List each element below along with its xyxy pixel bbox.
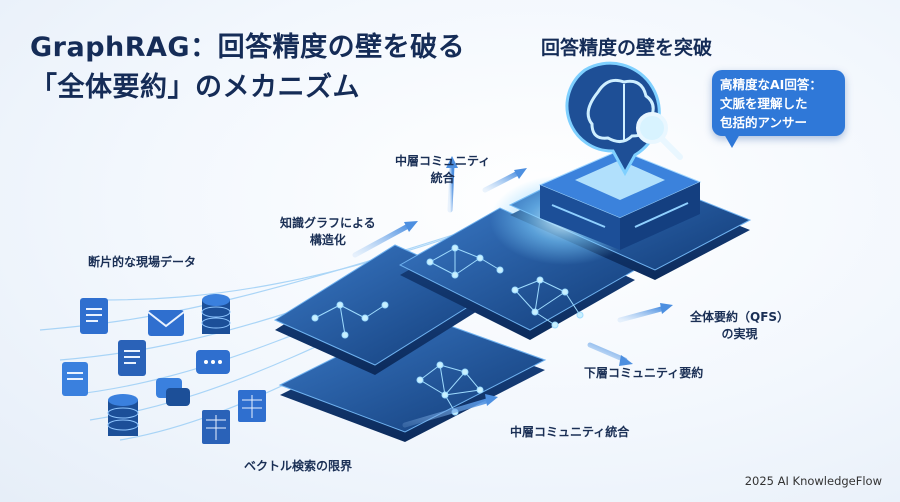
label-global-summary-line-1: 全体要約（QFS） [690,310,790,324]
label-lower-community: 下層コミュニティ要約 [584,366,704,380]
label-knowledge-graph-line-1: 知識グラフによる [280,216,376,230]
label-mid-community-top-line-1: 中層コミュニティ [395,154,491,168]
bubble-tail [724,134,740,148]
page-title: GraphRAG：回答精度の壁を破る 「全体要約」のメカニズム [30,28,465,108]
answer-line-3: 包括的アンサー [720,115,808,130]
arrow-heads [404,156,673,406]
label-knowledge-graph-line-2: 構造化 [309,233,346,247]
spreadsheet-icon [202,390,266,444]
document-icon [62,298,146,396]
title-line-2: 「全体要約」のメカニズム [30,72,360,103]
label-knowledge-graph: 知識グラフによる 構造化 [280,215,376,249]
title-line-1: GraphRAG：回答精度の壁を破る [30,32,466,63]
subtitle: 回答精度の壁を突破 [541,37,713,59]
label-mid-community-bottom: 中層コミュニティ統合 [510,425,630,439]
answer-line-2: 文脈を理解した [720,96,808,111]
label-fragmented-data: 断片的な現場データ [88,255,197,269]
answer-line-1: 高精度なAI回答： [720,77,822,92]
footer-credit: 2025 AI KnowledgeFlow [744,474,882,488]
mail-icon [147,310,185,336]
flow-arrows [352,162,668,428]
label-global-summary: 全体要約（QFS） の実現 [690,309,789,343]
label-mid-community-top: 中層コミュニティ 統合 [395,153,490,187]
magnifier-icon [636,112,683,160]
label-global-summary-line-2: の実現 [721,327,758,341]
database-icon [107,294,231,436]
network-graph-icon [311,244,584,416]
label-vector-limit: ベクトル検索の限界 [244,459,353,473]
server-icon [538,149,702,250]
answer-bubble: 高精度なAI回答： 文脈を理解した 包括的アンサー [712,70,845,136]
label-mid-community-top-line-2: 統合 [430,171,455,185]
chat-icon [156,350,230,406]
